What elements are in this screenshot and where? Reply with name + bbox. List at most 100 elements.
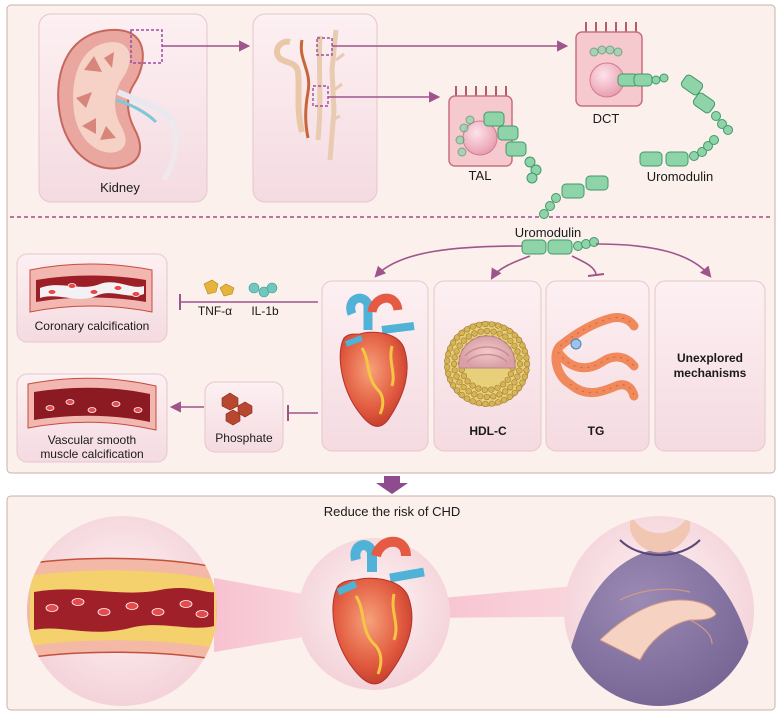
kidney-card bbox=[38, 13, 208, 203]
hdl-bead bbox=[494, 384, 501, 391]
hdl-bead bbox=[450, 382, 457, 389]
arrow-to-hdl bbox=[490, 255, 531, 280]
coronary-label: Coronary calcification bbox=[35, 319, 150, 333]
hdl-bead bbox=[521, 348, 529, 355]
hdl-bead bbox=[460, 384, 467, 391]
uromodulin-label-middle: Uromodulin bbox=[515, 225, 581, 240]
hdl-bead bbox=[458, 329, 465, 337]
hdl-bead bbox=[477, 393, 484, 400]
plaque-artery-circle bbox=[27, 516, 217, 706]
tal-label: TAL bbox=[469, 168, 492, 183]
hdl-bead bbox=[483, 393, 491, 401]
bottom-title: Reduce the risk of CHD bbox=[324, 504, 461, 519]
hdl-bead bbox=[453, 348, 460, 355]
il-label: IL-1b bbox=[251, 304, 279, 318]
vascular-label-line1: Vascular smooth bbox=[48, 433, 136, 447]
tg-label: TG bbox=[588, 424, 605, 438]
hdl-bead bbox=[454, 334, 461, 341]
hdl-bead bbox=[523, 367, 530, 374]
hdl-bead bbox=[469, 382, 476, 389]
hdl-bead bbox=[523, 360, 531, 368]
nephron-card bbox=[252, 13, 378, 203]
hdl-bead bbox=[514, 373, 521, 380]
arrow-to-unexplored bbox=[595, 243, 712, 278]
hdl-bead bbox=[521, 373, 529, 380]
hdl-bead bbox=[504, 376, 511, 383]
hdl-bead bbox=[444, 357, 451, 364]
arrow-to-heart bbox=[374, 245, 523, 278]
uromodulin-label-top: Uromodulin bbox=[647, 169, 713, 184]
kidney-label: Kidney bbox=[100, 180, 140, 195]
hdl-bead bbox=[453, 373, 460, 380]
down-arrow bbox=[376, 476, 408, 494]
hdl-bead bbox=[450, 339, 457, 346]
hdl-bead bbox=[471, 391, 478, 398]
hdl-bead bbox=[516, 354, 523, 361]
vascular-label-line2: muscle calcification bbox=[40, 447, 143, 461]
tal-cell bbox=[448, 86, 542, 184]
hdl-bead bbox=[445, 351, 452, 358]
hdl-bead bbox=[482, 320, 489, 328]
hdl-bead bbox=[500, 381, 507, 388]
coronary-vessel bbox=[29, 263, 153, 313]
hdl-bead bbox=[444, 364, 451, 371]
hdl-bead bbox=[458, 391, 465, 399]
hdl-bead bbox=[477, 328, 484, 335]
chest-pain-circle bbox=[564, 516, 754, 706]
unexplored-card bbox=[654, 280, 766, 452]
hdl-bead bbox=[465, 333, 472, 340]
hdl-bead bbox=[502, 333, 509, 340]
hdl-bead bbox=[490, 328, 497, 335]
hdl-bead bbox=[460, 337, 467, 344]
hdl-bead bbox=[451, 354, 458, 361]
hdl-bead bbox=[482, 400, 489, 408]
hdl-bead bbox=[471, 330, 478, 337]
hdl-bead bbox=[515, 336, 523, 344]
hdl-bead bbox=[475, 400, 483, 407]
hdl-label: HDL-C bbox=[469, 424, 507, 438]
inhibit-tg bbox=[571, 255, 597, 275]
dct-label: DCT bbox=[593, 111, 620, 126]
phosphate-label: Phosphate bbox=[215, 431, 273, 445]
hdl-bead bbox=[454, 387, 461, 394]
hdl-bead bbox=[514, 348, 521, 355]
hdl-bead bbox=[506, 328, 513, 335]
hdl-bead bbox=[463, 395, 471, 402]
hdl-bead bbox=[463, 326, 471, 333]
hdl-bead bbox=[501, 397, 508, 404]
hdl-bead bbox=[495, 322, 502, 329]
hdl-bead bbox=[445, 370, 452, 377]
hdl-bead bbox=[496, 391, 503, 398]
hdl-bead bbox=[469, 398, 476, 405]
hdl-bead bbox=[475, 385, 482, 392]
vascular-vessel bbox=[27, 377, 157, 431]
hdl-bead bbox=[511, 342, 518, 349]
tnf-molecule bbox=[203, 279, 235, 297]
hdl-bead bbox=[447, 345, 454, 352]
hdl-bead bbox=[507, 371, 515, 378]
heart-illustration bbox=[339, 293, 415, 427]
hdl-bead bbox=[511, 332, 518, 339]
inhibit-tg-bar bbox=[587, 273, 605, 277]
uromodulin-molecule-middle bbox=[521, 175, 609, 255]
hdl-bead bbox=[511, 379, 518, 386]
hdl-bead bbox=[465, 388, 472, 395]
hdl-bead bbox=[523, 354, 530, 361]
hdl-bead bbox=[501, 324, 508, 332]
hdl-bead bbox=[469, 323, 476, 330]
unexplored-label-line2: mechanisms bbox=[674, 366, 747, 380]
uromodulin-molecule-top bbox=[639, 74, 733, 167]
hdl-bead bbox=[516, 367, 523, 374]
unexplored-label-line1: Unexplored bbox=[677, 351, 743, 365]
tg-illustration bbox=[551, 313, 639, 401]
tnf-label: TNF-α bbox=[198, 304, 232, 318]
hdl-illustration bbox=[444, 320, 531, 408]
hdl-bead bbox=[451, 367, 458, 374]
hdl-bead bbox=[488, 321, 495, 328]
hdl-bead bbox=[496, 330, 503, 337]
hdl-bead bbox=[460, 372, 468, 380]
hdl-bead bbox=[507, 337, 514, 344]
hdl-bead bbox=[490, 393, 497, 400]
hdl-bead bbox=[488, 400, 495, 407]
